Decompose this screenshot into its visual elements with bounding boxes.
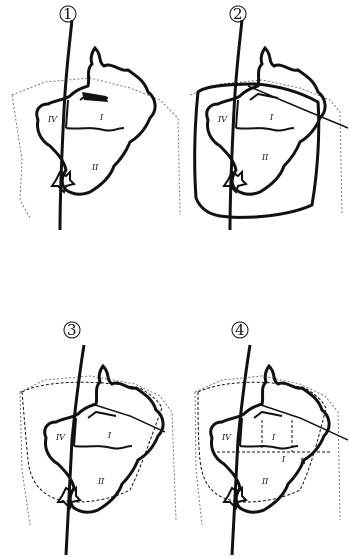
region-label-iv: IV <box>221 433 232 442</box>
region-label-ii: II <box>261 477 269 486</box>
region-label-ii: II <box>261 153 269 162</box>
segment-boundaries <box>74 412 132 449</box>
vessel-stem <box>232 345 250 555</box>
region-label-iv: IV <box>55 433 66 442</box>
region-label-iv: IV <box>217 115 228 124</box>
region-label-extra-ii: II <box>299 457 307 466</box>
panel-4: 4 IV I II II I <box>195 321 348 555</box>
region-label-i: I <box>99 113 104 122</box>
resection-outline <box>22 382 162 502</box>
region-label-ii: II <box>97 477 105 486</box>
panel-number: 4 <box>235 321 245 339</box>
panel-3: 3 IV I II <box>20 321 176 555</box>
region-label-i: I <box>269 113 274 122</box>
segment-boundaries <box>240 412 298 449</box>
region-label-extra-i: I <box>281 455 286 464</box>
panel-2: 2 IV I II <box>190 5 348 230</box>
segment-boundaries <box>236 94 294 131</box>
region-label-iv: IV <box>47 115 58 124</box>
panel-1: 1 IV I II <box>12 5 180 230</box>
panel-number: 3 <box>67 321 77 339</box>
region-label-i: I <box>271 433 276 442</box>
region-label-ii: II <box>91 163 99 172</box>
region-label-i: I <box>107 431 112 440</box>
dark-band <box>82 92 108 102</box>
